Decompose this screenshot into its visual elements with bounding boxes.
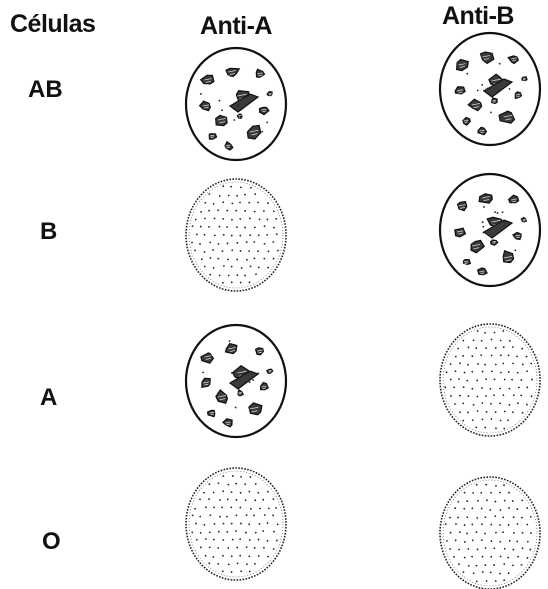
well-a-anti-b-smooth xyxy=(440,324,540,436)
well-o-anti-a-smooth xyxy=(186,468,286,580)
well-b-anti-b-agglutinated xyxy=(440,174,540,286)
well-b-anti-a-smooth xyxy=(186,179,286,291)
well-a-anti-a-agglutinated xyxy=(186,325,286,437)
well-o-anti-b-smooth xyxy=(440,477,540,589)
well-ab-anti-b-agglutinated xyxy=(440,33,540,145)
well-ab-anti-a-agglutinated xyxy=(186,48,286,160)
